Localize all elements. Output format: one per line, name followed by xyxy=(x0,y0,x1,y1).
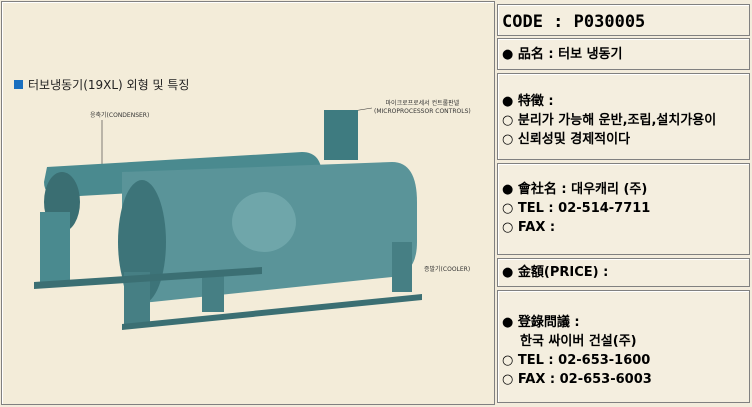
feature-text: 분리가 가능해 운반,조립,설치가용이 xyxy=(517,113,717,128)
features-heading: ● 特徵 : xyxy=(502,94,554,109)
square-bullet-icon xyxy=(14,80,23,89)
bullet-icon: ● xyxy=(502,47,514,62)
feature-text: 신뢰성및 경제적이다 xyxy=(517,132,631,147)
registration-fax-text: FAX : 02-653-6003 xyxy=(517,372,652,387)
company-heading: ● 會社名 : 대우캐리 (주) xyxy=(502,182,648,197)
price: ● 金額(PRICE) : xyxy=(502,265,609,280)
controls-label-en: (MICROPROCESSOR CONTROLS) xyxy=(374,108,471,115)
registration-cell: ● 登錄問議 : 한국 싸이버 건설(주) ○ TEL : 02-653-160… xyxy=(497,290,750,403)
registration-company: 한국 싸이버 건설(주) xyxy=(520,334,637,349)
image-title-text: 터보냉동기(19XL) 외형 및 특징 xyxy=(28,78,190,92)
feature-item: ○ 분리가 가능해 운반,조립,설치가용이 xyxy=(502,113,717,128)
registration-heading: ● 登錄問議 : xyxy=(502,315,580,330)
registration-fax: ○ FAX : 02-653-6003 xyxy=(502,372,652,387)
chiller-illustration xyxy=(34,107,422,330)
registration-tel-text: TEL : 02-653-1600 xyxy=(517,353,651,368)
controls-label: 마이크로프로세서 컨트롤판넬(MICROPROCESSOR CONTROLS) xyxy=(374,100,471,116)
code-cell: CODE : P030005 xyxy=(497,4,750,36)
company-tel-text: TEL : 02-514-7711 xyxy=(517,201,651,216)
product-name: ● 品名 : 터보 냉동기 xyxy=(502,45,749,64)
condenser-label: 응축기(CONDENSER) xyxy=(90,112,150,119)
company-name: 會社名 : 대우캐리 (주) xyxy=(517,182,648,197)
features-heading-text: 特徵 : xyxy=(517,94,554,109)
controls-label-ko: 마이크로프로세서 컨트롤판넬 xyxy=(385,100,460,107)
product-image-panel: 터보냉동기(19XL) 외형 및 특징 응축기(CONDENSER) 마이크로프… xyxy=(1,1,495,405)
price-cell: ● 金額(PRICE) : xyxy=(497,258,750,287)
registration-heading-text: 登錄問議 : xyxy=(517,315,580,330)
price-text: 金額(PRICE) : xyxy=(517,265,609,280)
company-fax-text: FAX : xyxy=(517,220,556,235)
company-cell: ● 會社名 : 대우캐리 (주) ○ TEL : 02-514-7711 ○ F… xyxy=(497,163,750,255)
features-cell: ● 特徵 : ○ 분리가 가능해 운반,조립,설치가용이 ○ 신뢰성및 경제적이… xyxy=(497,73,750,160)
product-name-text: 品名 : 터보 냉동기 xyxy=(517,47,623,62)
name-cell: ● 品名 : 터보 냉동기 xyxy=(497,38,750,70)
cooler-label: 증발기(COOLER) xyxy=(424,266,471,273)
company-fax: ○ FAX : xyxy=(502,220,556,235)
feature-item: ○ 신뢰성및 경제적이다 xyxy=(502,132,631,147)
image-title: 터보냉동기(19XL) 외형 및 특징 xyxy=(14,76,189,93)
product-code: CODE : P030005 xyxy=(502,12,646,32)
company-tel: ○ TEL : 02-514-7711 xyxy=(502,201,651,216)
registration-tel: ○ TEL : 02-653-1600 xyxy=(502,353,651,368)
